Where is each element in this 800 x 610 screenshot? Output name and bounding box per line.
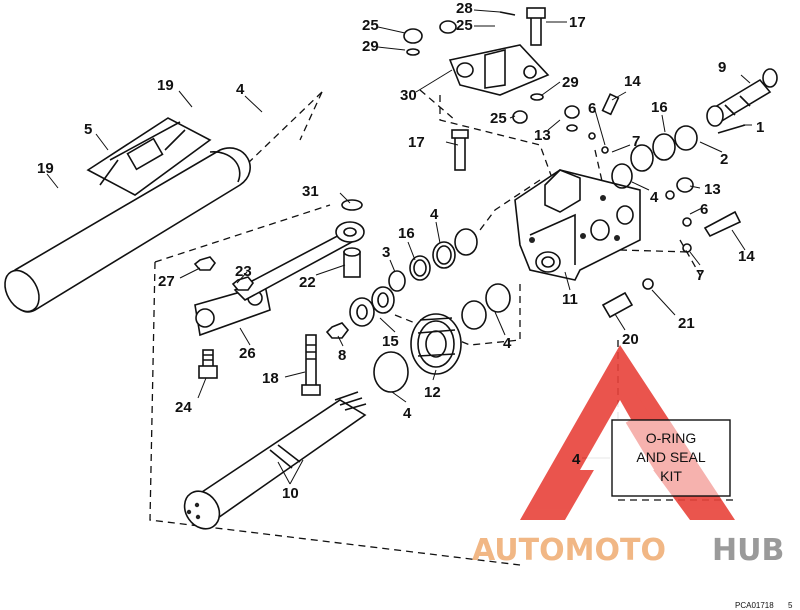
screw-part-24 <box>198 349 218 379</box>
label-29-a: 29 <box>362 38 379 55</box>
oring-seal-kit-box: 4 O-RING AND SEAL KIT <box>572 419 731 497</box>
label-26: 26 <box>239 345 256 362</box>
leader-lines <box>46 9 752 485</box>
label-17-b: 17 <box>408 134 425 151</box>
label-4-a: 4 <box>650 189 659 206</box>
kit-line-2: AND SEAL <box>636 449 705 465</box>
label-4-b: 4 <box>430 206 439 223</box>
label-4-c: 4 <box>236 81 245 98</box>
label-13-a: 13 <box>534 127 551 144</box>
label-11: 11 <box>562 291 578 308</box>
piston-rod-part-10 <box>183 391 367 530</box>
label-20: 20 <box>622 331 639 348</box>
label-kit-ref: 4 <box>572 451 581 468</box>
label-6-b: 6 <box>700 201 708 218</box>
label-30: 30 <box>400 87 417 104</box>
valve-body-part-11 <box>514 169 641 281</box>
label-25-b: 25 <box>456 17 473 34</box>
label-19-b: 19 <box>37 160 54 177</box>
label-16-a: 16 <box>651 99 668 116</box>
label-17-a: 17 <box>569 14 586 31</box>
label-8: 8 <box>338 347 346 364</box>
label-13-b: 13 <box>704 181 721 198</box>
watermark-text-auto: AUTOMOTO <box>472 533 666 568</box>
label-27: 27 <box>158 273 175 290</box>
label-24: 24 <box>175 399 192 416</box>
label-21: 21 <box>678 315 695 332</box>
watermark-text-hub: HUB <box>712 533 784 568</box>
label-16-b: 16 <box>398 225 415 242</box>
label-3: 3 <box>382 244 390 261</box>
part-labels: 25 29 28 25 17 30 29 25 13 6 14 16 9 1 2… <box>37 0 764 502</box>
label-10: 10 <box>282 485 299 502</box>
label-1: 1 <box>756 119 764 136</box>
label-6-a: 6 <box>588 100 596 117</box>
page-number: 5 <box>788 601 793 610</box>
label-14-b: 14 <box>738 248 755 265</box>
label-31: 31 <box>302 183 319 200</box>
label-12: 12 <box>424 384 441 401</box>
kit-line-3: KIT <box>660 468 682 484</box>
kit-line-1: O-RING <box>646 430 697 446</box>
label-2: 2 <box>720 151 728 168</box>
label-9: 9 <box>718 59 726 76</box>
label-22: 22 <box>299 274 316 291</box>
label-25-c: 25 <box>490 110 507 127</box>
label-28: 28 <box>456 0 473 17</box>
label-19-a: 19 <box>157 77 174 94</box>
bolt-part-18 <box>301 334 321 396</box>
label-29-b: 29 <box>562 74 579 91</box>
bracket-part-30 <box>403 7 550 171</box>
label-5: 5 <box>84 121 92 138</box>
label-7-a: 7 <box>632 133 640 150</box>
label-14-a: 14 <box>624 73 641 90</box>
drawing-code: PCA01718 <box>735 601 774 610</box>
label-4-d: 4 <box>403 405 412 422</box>
label-7-b: 7 <box>696 267 704 284</box>
cylinder-part-5 <box>4 117 251 313</box>
label-25-a: 25 <box>362 17 379 34</box>
label-4-e: 4 <box>503 335 512 352</box>
label-15: 15 <box>382 333 399 350</box>
tie-bar-part-26 <box>193 199 365 337</box>
label-23: 23 <box>235 263 252 280</box>
seal-stack <box>325 228 511 393</box>
label-18: 18 <box>262 370 279 387</box>
valve-shaft-parts <box>564 68 778 319</box>
